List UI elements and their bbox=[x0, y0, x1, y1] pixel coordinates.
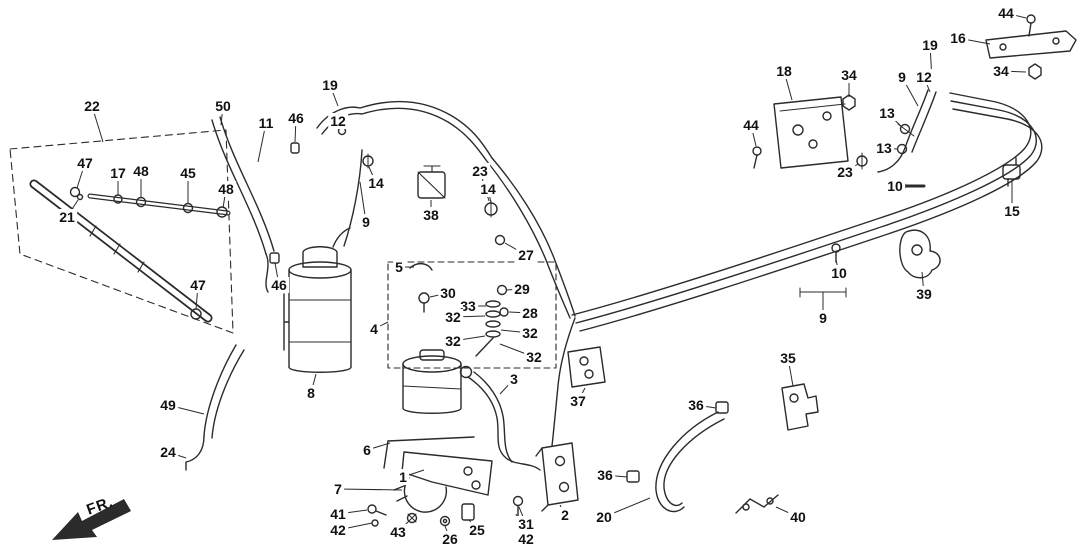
part-number-label: 28 bbox=[520, 305, 540, 321]
part-number-label: 8 bbox=[305, 385, 317, 401]
part-number-label: 12 bbox=[328, 113, 348, 129]
part-number-label: 47 bbox=[75, 155, 95, 171]
part-number-label: 9 bbox=[896, 69, 908, 85]
part-number-label: 15 bbox=[1002, 203, 1022, 219]
part-number-label: 6 bbox=[361, 442, 373, 458]
part-number-label: 32 bbox=[443, 333, 463, 349]
part-number-label: 42 bbox=[516, 531, 536, 547]
part-number-label: 24 bbox=[158, 444, 178, 460]
part-number-label: 2 bbox=[559, 507, 571, 523]
part-number-label: 31 bbox=[516, 516, 536, 532]
part-number-label: 1 bbox=[397, 469, 409, 485]
part-number-label: 42 bbox=[328, 522, 348, 538]
part-number-label: 18 bbox=[774, 63, 794, 79]
fr-direction-label: FR. bbox=[84, 493, 116, 519]
part-number-label: 40 bbox=[788, 509, 808, 525]
part-number-label: 14 bbox=[478, 181, 498, 197]
part-number-label: 16 bbox=[948, 30, 968, 46]
part-number-label: 5 bbox=[393, 259, 405, 275]
part-number-label: 50 bbox=[213, 98, 233, 114]
part-number-label: 36 bbox=[686, 397, 706, 413]
part-number-label: 45 bbox=[178, 165, 198, 181]
part-number-label: 46 bbox=[269, 277, 289, 293]
part-number-label: 48 bbox=[131, 163, 151, 179]
fr-arrow-icon bbox=[52, 499, 131, 540]
part-number-label: 10 bbox=[829, 265, 849, 281]
part-number-label: 43 bbox=[388, 524, 408, 540]
part-number-label: 36 bbox=[595, 467, 615, 483]
part-number-label: 32 bbox=[520, 325, 540, 341]
part-number-label: 48 bbox=[216, 181, 236, 197]
part-number-label: 7 bbox=[332, 481, 344, 497]
part-number-label: 49 bbox=[158, 397, 178, 413]
part-number-label: 29 bbox=[512, 281, 532, 297]
part-number-label: 23 bbox=[835, 164, 855, 180]
part-number-label: 39 bbox=[914, 286, 934, 302]
part-number-label: 19 bbox=[920, 37, 940, 53]
part-number-label: 33 bbox=[458, 298, 478, 314]
part-number-label: 12 bbox=[914, 69, 934, 85]
part-number-label: 34 bbox=[839, 67, 859, 83]
part-number-label: 11 bbox=[256, 115, 276, 131]
part-number-label: 44 bbox=[996, 5, 1016, 21]
part-number-label: 35 bbox=[778, 350, 798, 366]
part-number-label: 22 bbox=[82, 98, 102, 114]
part-number-label: 4 bbox=[368, 321, 380, 337]
part-number-label: 47 bbox=[188, 277, 208, 293]
part-number-label: 19 bbox=[320, 77, 340, 93]
part-number-label: 30 bbox=[438, 285, 458, 301]
part-number-label: 34 bbox=[991, 63, 1011, 79]
part-number-label: 27 bbox=[516, 247, 536, 263]
part-number-label: 13 bbox=[874, 140, 894, 156]
part-number-label: 41 bbox=[328, 506, 348, 522]
part-number-label: 3 bbox=[508, 371, 520, 387]
part-number-label: 14 bbox=[366, 175, 386, 191]
part-number-label: 38 bbox=[421, 207, 441, 223]
part-number-label: 10 bbox=[885, 178, 905, 194]
part-number-label: 44 bbox=[741, 117, 761, 133]
part-number-label: 17 bbox=[108, 165, 128, 181]
dashed-enclosure bbox=[9, 129, 234, 334]
part-number-label: 13 bbox=[877, 105, 897, 121]
part-number-label: 32 bbox=[524, 349, 544, 365]
part-number-label: 26 bbox=[440, 531, 460, 547]
part-number-label: 21 bbox=[57, 209, 77, 225]
part-number-label: 20 bbox=[594, 509, 614, 525]
part-number-label: 9 bbox=[817, 310, 829, 326]
part-number-label: 23 bbox=[470, 163, 490, 179]
part-number-label: 9 bbox=[360, 214, 372, 230]
part-number-label: 32 bbox=[443, 309, 463, 325]
part-number-label: 46 bbox=[286, 110, 306, 126]
part-number-label: 25 bbox=[467, 522, 487, 538]
part-number-label: 37 bbox=[568, 393, 588, 409]
